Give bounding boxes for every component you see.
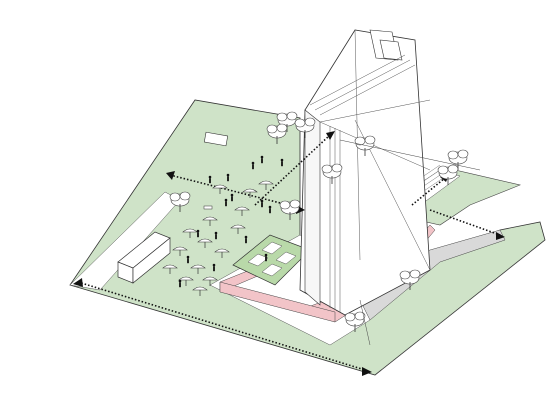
podium-pad (359, 229, 506, 321)
tower-roof-lines (309, 54, 416, 116)
plaza-planters (247, 241, 297, 277)
left-building (117, 231, 171, 284)
office-tower (299, 29, 431, 316)
vehicle-icon (203, 131, 229, 147)
pedestrian-flow-arrows (77, 134, 501, 371)
bench-icon (203, 205, 213, 210)
podium-step (219, 281, 336, 323)
site-boundary (339, 139, 546, 376)
